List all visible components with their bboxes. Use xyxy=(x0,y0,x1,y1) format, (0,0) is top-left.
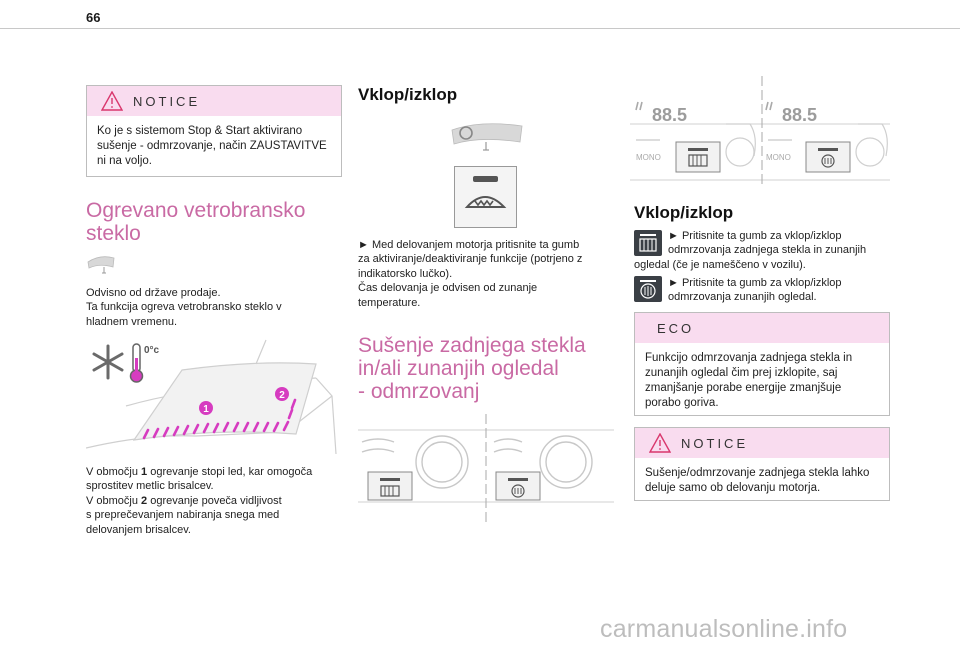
top-divider xyxy=(0,28,960,29)
rear-demist-button[interactable] xyxy=(634,230,662,256)
eco-title: ECO xyxy=(657,321,695,336)
display-digits: 88.5 xyxy=(782,105,817,125)
text-line: s preprečevanjem nabiranja snega med xyxy=(86,509,280,522)
notice-body: Sušenje/odmrzovanje zadnjega stekla lahk… xyxy=(635,458,889,504)
text-line: V območju 2 ogrevanje poveča vidljivost xyxy=(86,494,282,507)
mono-label: MONO xyxy=(636,153,661,162)
zone-marker-1: 1 xyxy=(203,404,209,415)
notice-box: NOTICE Ko je s sistemom Stop & Start akt… xyxy=(86,85,342,177)
mono-label: MONO xyxy=(766,153,791,162)
windscreen-illustration: 0°c 1 2 xyxy=(86,339,337,455)
text-line: Ta funkcija ogreva vetrobransko steklo v xyxy=(86,301,282,314)
climate-display-illustration: 88.5 88.5 MONO MONO xyxy=(630,76,890,188)
eco-box: ECO Funkcijo odmrzovanja zadnjega stekla… xyxy=(634,312,890,416)
section-heading-onoff: Vklop/izklop xyxy=(358,85,458,104)
notice-line: deluje samo ob delovanju motorja. xyxy=(645,482,821,494)
warning-icon xyxy=(101,91,123,111)
notice-line: sušenje - odmrzovanje, način ZAUSTAVITVE xyxy=(97,140,327,152)
windscreen-description: V območju 1 ogrevanje stopi led, kar omo… xyxy=(86,465,346,537)
text-line: Odvisno od države prodaje. xyxy=(86,287,221,299)
heading-line: steklo xyxy=(86,222,141,245)
page-number: 66 xyxy=(86,10,101,25)
notice-line: Sušenje/odmrzovanje zadnjega stekla lahk… xyxy=(645,467,870,479)
notice-line: Ko je s sistemom Stop & Start aktivirano xyxy=(97,125,303,137)
mirror-demist-icon xyxy=(640,280,656,299)
section-heading-windscreen: Ogrevano vetrobransko steklo xyxy=(86,199,305,245)
heated-windscreen-button-icon xyxy=(464,176,507,208)
notice-box-2: NOTICE Sušenje/odmrzovanje zadnjega stek… xyxy=(634,427,890,501)
heading-line: Ogrevano vetrobransko xyxy=(86,199,306,222)
text-line: temperature. xyxy=(358,296,421,309)
text-line: ► Pritisnite ta gumb za vklop/izklop xyxy=(668,277,842,289)
text-line: odmrzovanja zadnjega stekla in zunanjih xyxy=(668,244,867,257)
notice-title: NOTICE xyxy=(681,436,749,451)
windscreen-warning-lamp-icon xyxy=(451,123,523,151)
onoff-description: ► Med delovanjem motorja pritisnite ta g… xyxy=(358,238,608,310)
section-heading-rear-demist: Sušenje zadnjega stekla in/ali zunanjih … xyxy=(358,334,586,403)
heading-line: in/ali zunanjih ogledal xyxy=(358,357,559,380)
zone-marker-2: 2 xyxy=(279,390,285,401)
text-line: hladnem vremenu. xyxy=(86,315,178,328)
text-line: V območju 1 ogrevanje stopi led, kar omo… xyxy=(86,466,313,478)
notice-title: NOTICE xyxy=(133,94,201,109)
text-line: sprostitev metlic brisalcev. xyxy=(86,480,214,493)
text-line: odmrzovanja zunanjih ogledal. xyxy=(668,291,817,304)
rear-window-demist-icon xyxy=(639,234,657,252)
text-line: ogledal (če je nameščeno v vozilu). xyxy=(634,258,806,271)
text-line: za aktiviranje/deaktiviranje funkcije (p… xyxy=(358,253,583,266)
thermometer-icon xyxy=(129,343,144,383)
text-line: delovanjem brisalcev. xyxy=(86,523,191,536)
eco-line: Funkcijo odmrzovanja zadnjega stekla in xyxy=(645,352,853,364)
eco-line: zmanjšanje porabe energije zmanjšuje xyxy=(645,382,842,394)
text-line: Čas delovanja je odvisen od zunanje xyxy=(358,282,538,295)
temperature-label: 0°c xyxy=(144,345,160,356)
section-heading-onoff-rear: Vklop/izklop xyxy=(634,203,734,222)
notice-line: ni na voljo. xyxy=(97,155,152,167)
dashboard-controls-illustration xyxy=(358,414,614,522)
warning-icon xyxy=(649,433,671,453)
eco-line: porabo goriva. xyxy=(645,397,719,409)
text-line: indikatorsko lučko). xyxy=(358,267,453,280)
heading-line: Sušenje zadnjega stekla xyxy=(358,334,586,357)
eco-body: Funkcijo odmrzovanja zadnjega stekla in … xyxy=(635,343,889,419)
display-digits: 88.5 xyxy=(652,105,687,125)
heated-windscreen-button[interactable] xyxy=(454,166,517,228)
heated-windscreen-icon xyxy=(87,256,115,274)
heading-line: - odmrzovanj xyxy=(358,380,480,403)
snowflake-icon xyxy=(92,344,124,380)
text-line: ► Med delovanjem motorja pritisnite ta g… xyxy=(358,239,580,251)
mirror-demist-instruction: ► Pritisnite ta gumb za vklop/izklop odm… xyxy=(668,276,898,305)
notice-body: Ko je s sistemom Stop & Start aktivirano… xyxy=(87,116,341,177)
rear-demist-instruction: ► Pritisnite ta gumb za vklop/izklop odm… xyxy=(634,229,896,272)
watermark: carmanualsonline.info xyxy=(600,615,848,643)
eco-line: zunanjih ogledal čim prej izklopite, saj xyxy=(645,367,838,379)
notice-header: NOTICE xyxy=(635,428,889,458)
text-line: ► Pritisnite ta gumb za vklop/izklop xyxy=(668,230,842,242)
mirror-demist-button[interactable] xyxy=(634,276,662,302)
eco-header: ECO xyxy=(635,313,889,343)
windscreen-intro: Odvisno od države prodaje. Ta funkcija o… xyxy=(86,286,346,329)
notice-header: NOTICE xyxy=(87,86,341,116)
